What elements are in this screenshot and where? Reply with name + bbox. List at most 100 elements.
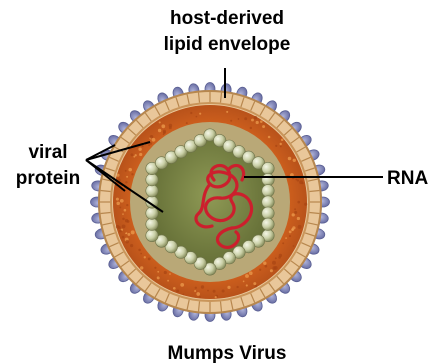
matrix-speckle (196, 292, 200, 296)
matrix-speckle (173, 287, 176, 290)
matrix-speckle (272, 266, 276, 270)
matrix-speckle (133, 156, 135, 158)
matrix-speckle (246, 284, 248, 286)
matrix-speckle (131, 173, 133, 175)
protein-label-line1: viral (28, 142, 67, 163)
matrix-speckle (127, 233, 130, 236)
matrix-speckle (254, 116, 257, 119)
matrix-speckle (281, 139, 284, 142)
matrix-speckle (158, 129, 161, 132)
matrix-speckle (293, 159, 296, 162)
matrix-speckle (116, 225, 120, 229)
matrix-speckle (282, 242, 284, 244)
matrix-speckle (138, 249, 141, 252)
matrix-speckle (259, 269, 261, 271)
matrix-speckle (270, 269, 273, 272)
matrix-speckle (124, 209, 127, 212)
matrix-speckle (279, 143, 281, 145)
matrix-speckle (215, 296, 217, 298)
matrix-speckle (279, 254, 282, 257)
matrix-speckle (122, 213, 124, 215)
matrix-speckle (207, 290, 209, 292)
matrix-speckle (140, 253, 142, 255)
protein-label-line2: protein (16, 168, 80, 189)
matrix-speckle (194, 290, 196, 292)
matrix-speckle (186, 122, 188, 124)
nucleocapsid-bead (146, 218, 158, 230)
matrix-speckle (304, 203, 307, 206)
matrix-speckle (199, 113, 201, 115)
envelope-label-line2: lipid envelope (164, 34, 291, 55)
matrix-speckle (289, 231, 292, 234)
nucleocapsid-bead (262, 218, 274, 230)
nucleocapsid-bead (262, 174, 274, 186)
matrix-speckle (163, 130, 166, 133)
matrix-speckle (163, 133, 165, 135)
matrix-speckle (253, 282, 256, 285)
matrix-speckle (154, 267, 156, 269)
matrix-speckle (255, 285, 258, 288)
matrix-speckle (226, 111, 228, 113)
matrix-speckle (199, 296, 201, 298)
matrix-speckle (125, 181, 127, 183)
matrix-speckle (251, 119, 254, 122)
matrix-speckle (250, 127, 252, 129)
matrix-speckle (288, 157, 292, 161)
matrix-speckle (302, 182, 304, 184)
matrix-speckle (294, 211, 297, 214)
matrix-speckle (243, 281, 245, 283)
matrix-speckle (227, 286, 230, 289)
matrix-speckle (126, 204, 128, 206)
matrix-speckle (260, 120, 263, 123)
matrix-speckle (244, 117, 247, 120)
matrix-speckle (293, 245, 295, 247)
matrix-speckle (245, 274, 249, 278)
matrix-speckle (164, 271, 167, 274)
matrix-speckle (122, 218, 125, 221)
diagram-caption: Mumps Virus (168, 343, 287, 364)
matrix-speckle (236, 286, 238, 288)
matrix-speckle (262, 125, 265, 128)
matrix-speckle (128, 168, 132, 172)
matrix-speckle (275, 145, 277, 147)
matrix-speckle (159, 121, 161, 123)
matrix-speckle (238, 118, 240, 120)
matrix-speckle (265, 265, 268, 268)
matrix-speckle (119, 230, 122, 233)
matrix-speckle (176, 289, 179, 292)
matrix-speckle (139, 153, 142, 156)
rna-label: RNA (387, 168, 428, 189)
matrix-speckle (125, 219, 128, 222)
matrix-speckle (280, 146, 282, 148)
matrix-speckle (195, 287, 197, 289)
nucleocapsid-bead (146, 185, 158, 197)
matrix-speckle (294, 208, 296, 210)
matrix-speckle (161, 124, 165, 128)
matrix-speckle (285, 237, 287, 239)
matrix-speckle (169, 124, 173, 128)
matrix-speckle (167, 280, 169, 282)
matrix-speckle (116, 174, 119, 177)
matrix-speckle (138, 147, 141, 150)
matrix-speckle (157, 271, 159, 273)
matrix-speckle (126, 176, 128, 178)
matrix-speckle (125, 240, 128, 243)
matrix-speckle (142, 145, 144, 147)
matrix-speckle (196, 116, 198, 118)
matrix-speckle (120, 199, 124, 203)
matrix-speckle (183, 293, 185, 295)
matrix-speckle (289, 235, 291, 237)
matrix-speckle (122, 236, 125, 239)
matrix-speckle (297, 201, 300, 204)
matrix-speckle (297, 217, 300, 220)
matrix-speckle (125, 170, 127, 172)
matrix-speckle (298, 225, 302, 229)
matrix-speckle (169, 273, 171, 275)
matrix-speckle (201, 285, 204, 288)
matrix-speckle (268, 136, 271, 139)
nucleocapsid-bead (262, 185, 274, 197)
matrix-speckle (152, 138, 156, 142)
matrix-speckle (148, 257, 151, 260)
matrix-speckle (249, 271, 253, 275)
matrix-speckle (122, 225, 126, 229)
